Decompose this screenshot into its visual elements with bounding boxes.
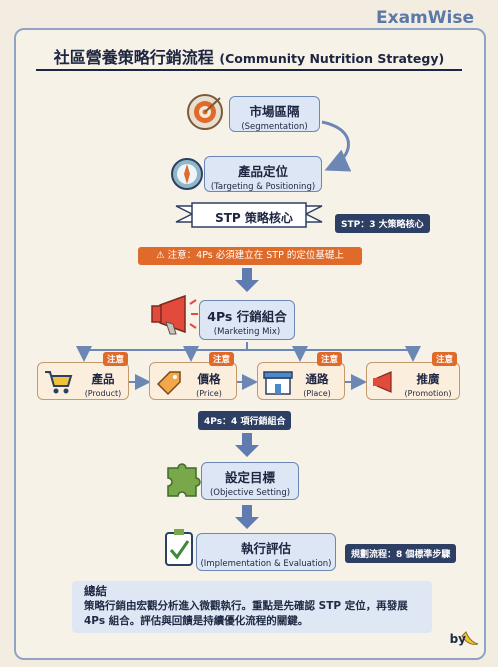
summary-body: 策略行銷由宏觀分析進入微觀執行。重點是先確認 STP 定位，再發展 4Ps 組合…	[84, 599, 436, 629]
store-icon	[263, 371, 293, 395]
price-tag-icon	[156, 371, 181, 396]
note-badge-promotion: 注意	[432, 352, 458, 366]
target-icon	[187, 94, 223, 130]
evaluation-box: 執行評估 (Implementation & Evaluation)	[196, 533, 336, 571]
note-badge-place: 注意	[317, 352, 343, 366]
objective-sublabel: (Objective Setting)	[209, 488, 291, 498]
promotion-label: 推廣	[416, 372, 440, 386]
marketing-mix-box: 4Ps 行銷組合 (Marketing Mix)	[199, 300, 295, 340]
note-badge-product: 注意	[103, 352, 129, 366]
mix-item-place: 通路 (Place)	[257, 362, 345, 400]
mix-item-product: 產品 (Product)	[37, 362, 129, 400]
megaphone-icon	[151, 294, 198, 335]
warning-note: ⚠ 注意：4Ps 必須建立在 STP 的定位基礎上	[138, 247, 362, 265]
ribbon-banner	[175, 202, 323, 228]
mix-item-promotion: 推廣 (Promotion)	[366, 362, 460, 400]
down-arrows	[235, 268, 259, 529]
banana-icon	[461, 631, 479, 645]
marketing-mix-label: 4Ps 行銷組合	[207, 309, 287, 324]
stp-banner-label: STP 策略核心	[215, 211, 293, 225]
cart-icon	[45, 371, 73, 394]
segmentation-sublabel: (Segmentation)	[241, 122, 308, 132]
targeting-box: 產品定位 (Targeting & Positioning)	[204, 156, 322, 192]
curve-arrow	[321, 120, 352, 172]
summary-line-2: 4Ps 組合。評估與回饋是持續優化流程的關鍵。	[84, 615, 309, 627]
segmentation-box: 市場區隔 (Segmentation)	[229, 96, 320, 132]
product-sublabel: (Product)	[84, 389, 122, 398]
objective-label: 設定目標	[224, 470, 275, 485]
brand-logo: ExamWise	[370, 8, 480, 28]
objective-box: 設定目標 (Objective Setting)	[201, 462, 299, 500]
compass-icon	[171, 158, 203, 190]
targeting-label: 產品定位	[237, 164, 288, 179]
evaluation-label: 執行評估	[240, 541, 291, 556]
product-label: 產品	[91, 372, 115, 386]
title-underline	[36, 69, 462, 71]
place-label: 通路	[305, 372, 329, 386]
puzzle-icon	[167, 463, 201, 497]
note-badge-price: 注意	[209, 352, 235, 366]
title-zh: 社區營養策略行銷流程	[53, 48, 214, 67]
process-tag: 規劃流程：8 個標準步驟	[345, 544, 457, 563]
page-title: 社區營養策略行銷流程 (Community Nutrition Strategy…	[0, 44, 498, 68]
promotion-sublabel: (Promotion)	[404, 389, 452, 398]
marketing-mix-sublabel: (Marketing Mix)	[213, 327, 281, 337]
mix-item-price: 價格 (Price)	[149, 362, 237, 400]
checklist-icon	[165, 529, 193, 566]
targeting-sublabel: (Targeting & Positioning)	[210, 182, 316, 192]
price-label: 價格	[197, 372, 221, 386]
summary-line-1: 策略行銷由宏觀分析進入微觀執行。重點是先確認 STP 定位，再發展	[84, 600, 408, 612]
stp-tag: STP：3 大策略核心	[335, 214, 430, 233]
byline: by	[449, 632, 466, 646]
megaphone-small-icon	[373, 371, 392, 393]
4ps-tag: 4Ps：4 項行銷組合	[198, 411, 292, 430]
price-sublabel: (Price)	[196, 389, 222, 398]
summary-title: 總結	[84, 584, 107, 598]
segmentation-label: 市場區隔	[249, 104, 300, 119]
summary-panel	[72, 581, 432, 633]
place-sublabel: (Place)	[303, 389, 331, 398]
evaluation-sublabel: (Implementation & Evaluation)	[200, 559, 332, 569]
title-en: (Community Nutrition Strategy)	[219, 51, 445, 66]
